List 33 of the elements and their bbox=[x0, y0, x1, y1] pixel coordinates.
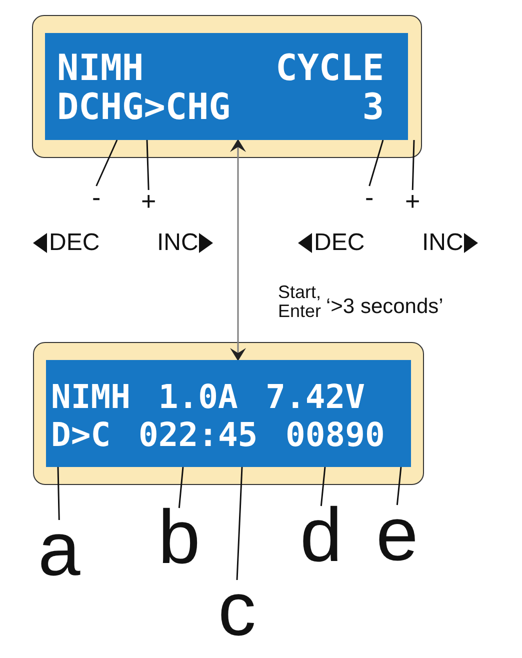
leader-line bbox=[96, 140, 118, 186]
display-text: CYCLE bbox=[276, 51, 384, 87]
leader-line bbox=[320, 466, 326, 506]
callout-letter: a bbox=[38, 520, 80, 581]
display-text: 3 bbox=[362, 90, 384, 126]
instruction-text: Start, Enter bbox=[278, 283, 322, 321]
key-label: INC bbox=[422, 231, 464, 255]
key-label: INC bbox=[157, 231, 198, 255]
leader-line bbox=[412, 140, 415, 190]
display-text: NIMH 1.0A 7.42V bbox=[51, 380, 366, 413]
plus-sign: + bbox=[141, 190, 156, 214]
callout-letter: d bbox=[300, 506, 342, 567]
leader-line bbox=[396, 466, 402, 506]
minus-sign: - bbox=[92, 186, 101, 210]
display-text: NIMH bbox=[57, 51, 144, 87]
double-arrow bbox=[230, 139, 246, 361]
lcd-screen bbox=[46, 360, 411, 467]
leader-line bbox=[368, 140, 384, 186]
callout-letter: b bbox=[158, 508, 200, 569]
key-label: DEC bbox=[314, 231, 365, 255]
plus-sign: + bbox=[405, 190, 420, 214]
leader-line bbox=[236, 466, 243, 580]
leader-line bbox=[146, 140, 150, 190]
leader-line bbox=[57, 466, 60, 520]
callout-letter: e bbox=[376, 505, 418, 566]
duration-text: ‘>3 seconds’ bbox=[326, 296, 444, 317]
callout-letter: c bbox=[218, 580, 256, 641]
display-text: DCHG>CHG bbox=[57, 90, 230, 126]
minus-sign: - bbox=[365, 186, 374, 210]
display-text: D>C 022:45 00890 bbox=[51, 418, 385, 451]
lcd-screen bbox=[45, 33, 408, 140]
key-label: DEC bbox=[49, 231, 100, 255]
leader-line bbox=[178, 466, 184, 508]
